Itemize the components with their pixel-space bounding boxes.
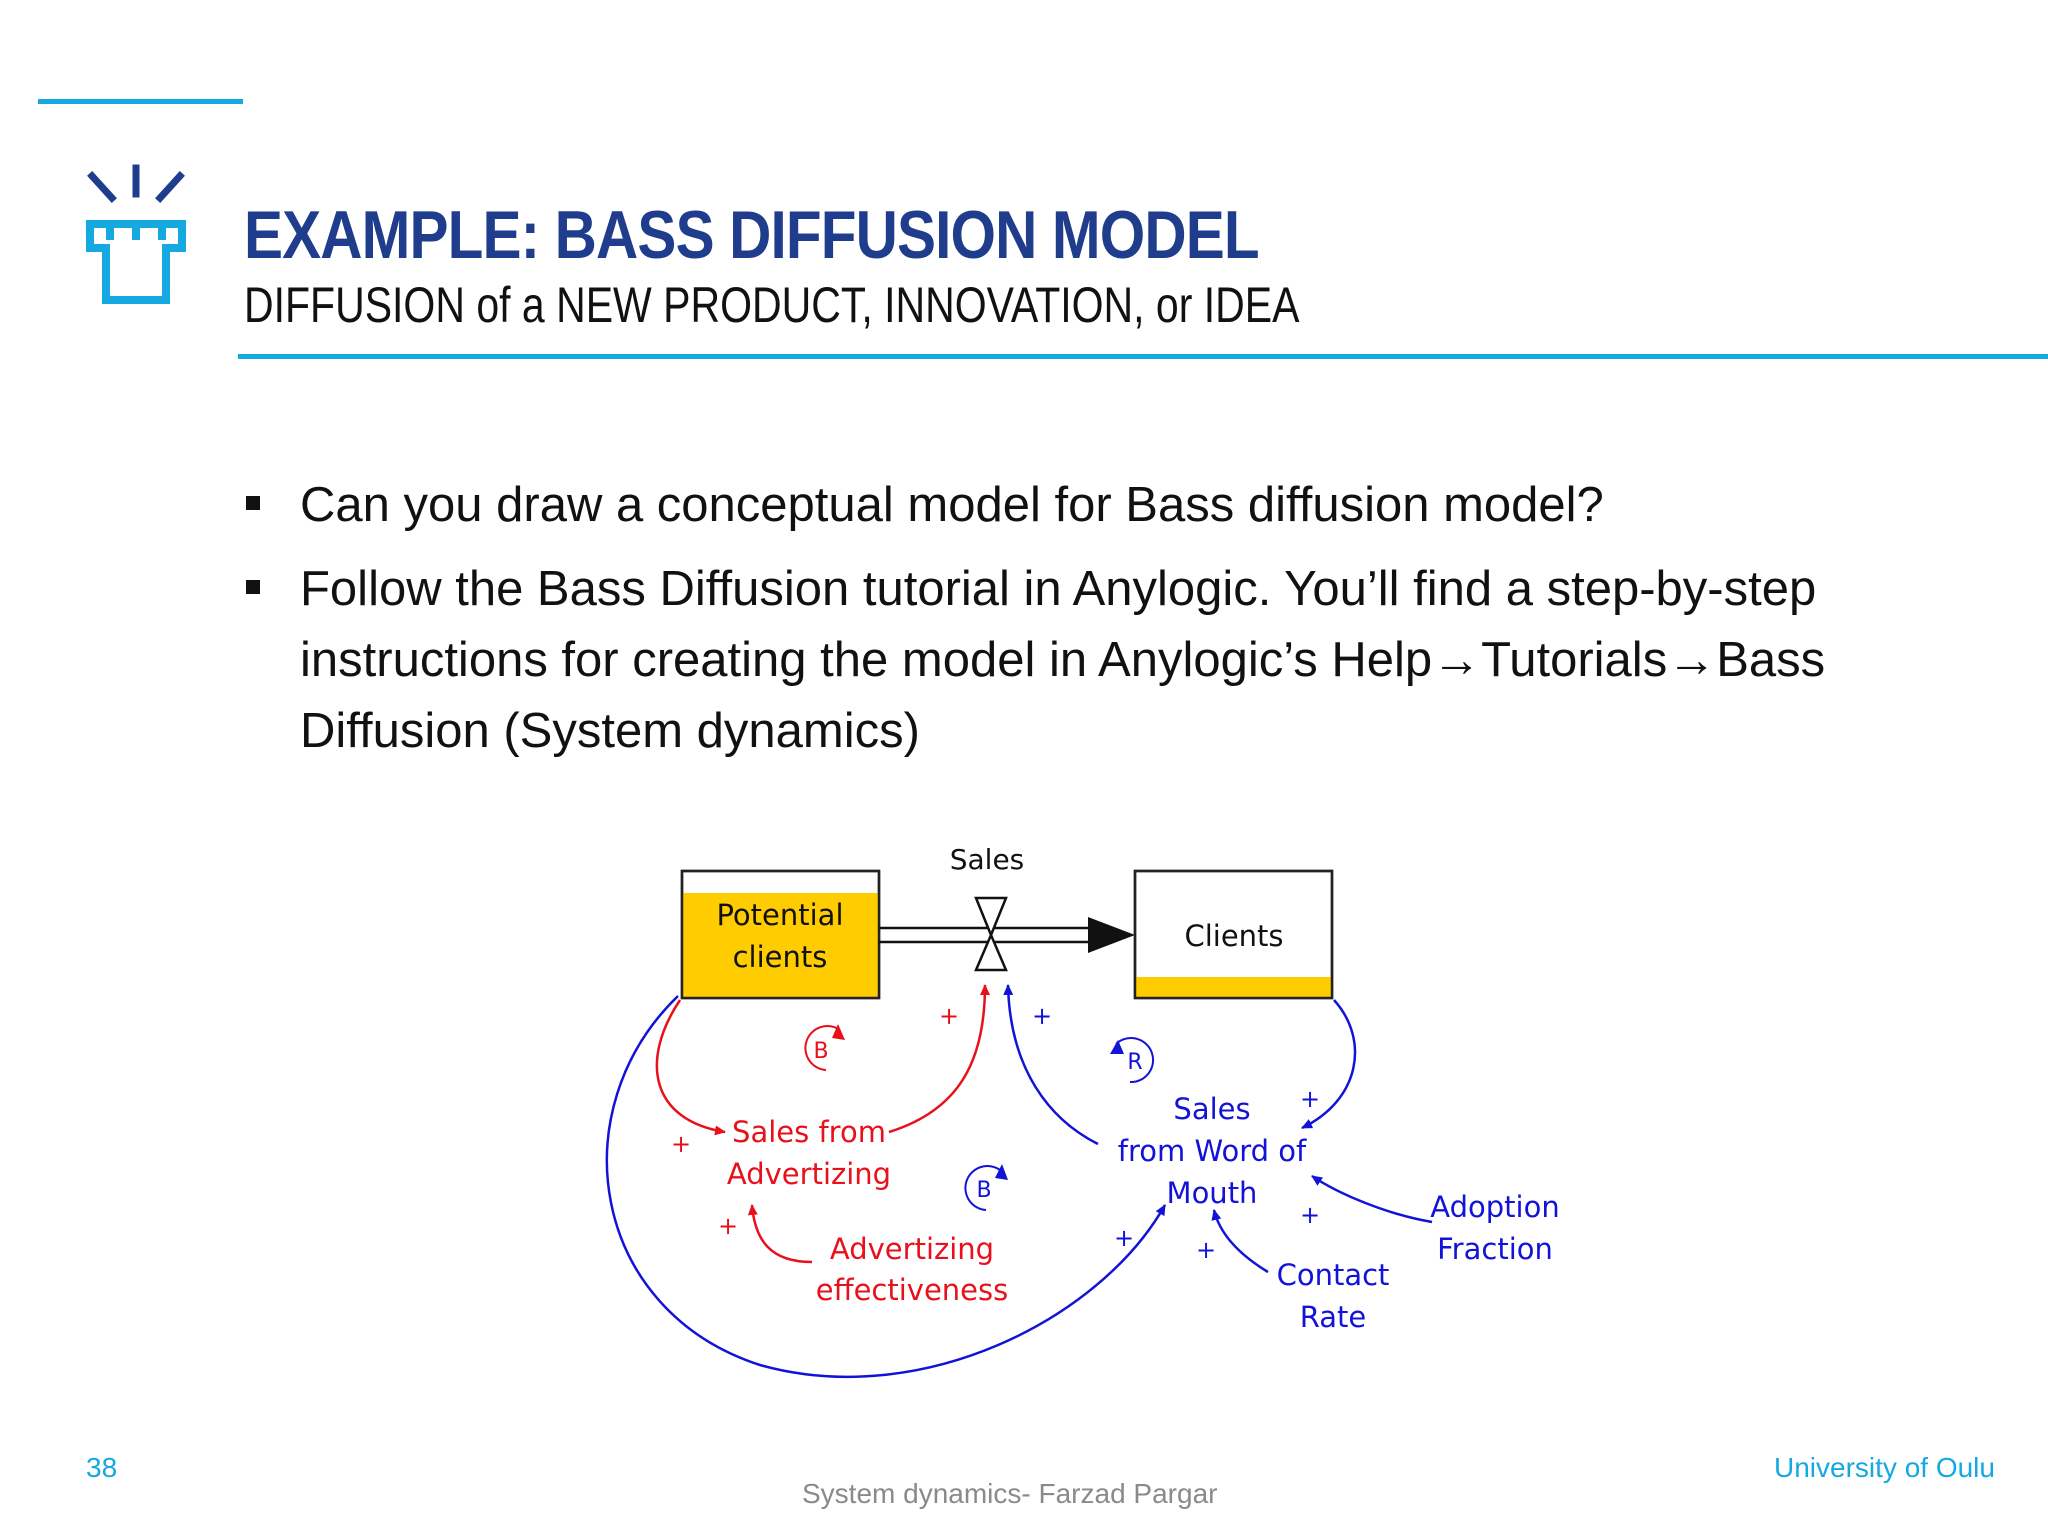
loop-b-label: B — [976, 1178, 991, 1203]
var-advertizing-effectiveness-1: Advertizing — [830, 1232, 994, 1266]
stock-clients: Clients — [1133, 869, 1334, 1000]
var-contact-rate-1: Contact — [1277, 1258, 1390, 1292]
var-adoption-fraction-2: Fraction — [1437, 1232, 1553, 1266]
title-rule — [238, 354, 2048, 359]
loop-balancing-blue-icon: B — [964, 1164, 1008, 1211]
red-causal-links — [655, 984, 990, 1264]
var-advertizing-effectiveness-2: effectiveness — [816, 1273, 1008, 1307]
bullet-item: Follow the Bass Diffusion tutorial in An… — [244, 554, 1944, 767]
loop-r-label: R — [1127, 1050, 1142, 1075]
loop-balancing-red-icon: B — [804, 1024, 845, 1071]
var-sales-from-advertizing-2: Advertizing — [727, 1157, 891, 1191]
university-logo-icon — [86, 164, 186, 304]
polarity-plus: + — [1300, 1085, 1320, 1113]
top-accent-rule — [38, 99, 243, 104]
polarity-plus: + — [1032, 1002, 1052, 1030]
var-sales-wom-1: Sales — [1173, 1092, 1250, 1126]
flow-sales: Sales — [879, 843, 1135, 972]
slide-subtitle: DIFFUSION of a NEW PRODUCT, INNOVATION, … — [244, 277, 1300, 333]
bullet-text: Can you draw a conceptual model for Bass… — [300, 478, 1604, 532]
bullet-text: Follow the Bass Diffusion tutorial in An… — [300, 562, 1826, 758]
polarity-plus: + — [718, 1212, 738, 1240]
stock-potential-label-2: clients — [733, 940, 828, 974]
var-adoption-fraction-1: Adoption — [1430, 1190, 1559, 1224]
polarity-plus: + — [671, 1130, 691, 1158]
bullet-list: Can you draw a conceptual model for Bass… — [244, 470, 1944, 780]
polarity-plus: + — [1114, 1224, 1134, 1252]
loop-reinforcing-blue-icon: R — [1110, 1037, 1155, 1084]
var-sales-from-advertizing-1: Sales from — [732, 1115, 886, 1149]
stock-potential-clients: Potential clients — [680, 869, 881, 1000]
bullet-square-icon — [246, 496, 260, 510]
var-sales-wom-2: from Word of — [1118, 1134, 1307, 1168]
page-number: 38 — [86, 1452, 118, 1483]
polarity-plus: + — [1300, 1201, 1320, 1229]
flow-sales-label: Sales — [950, 843, 1025, 876]
loop-b-label: B — [813, 1039, 828, 1064]
polarity-plus: + — [1196, 1236, 1216, 1264]
bullet-square-icon — [246, 580, 260, 594]
stock-potential-label-1: Potential — [716, 898, 843, 932]
bullet-item: Can you draw a conceptual model for Bass… — [244, 470, 1944, 541]
slide-title: EXAMPLE: BASS DIFFUSION MODEL — [244, 197, 1260, 273]
footer-university: University of Oulu — [1774, 1452, 1995, 1483]
polarity-plus: + — [939, 1002, 959, 1030]
blue-causal-links — [605, 984, 1433, 1379]
var-contact-rate-2: Rate — [1300, 1300, 1367, 1334]
stock-clients-label: Clients — [1184, 919, 1283, 953]
var-sales-wom-3: Mouth — [1167, 1176, 1258, 1210]
footer-author: System dynamics- Farzad Pargar — [802, 1478, 1218, 1509]
